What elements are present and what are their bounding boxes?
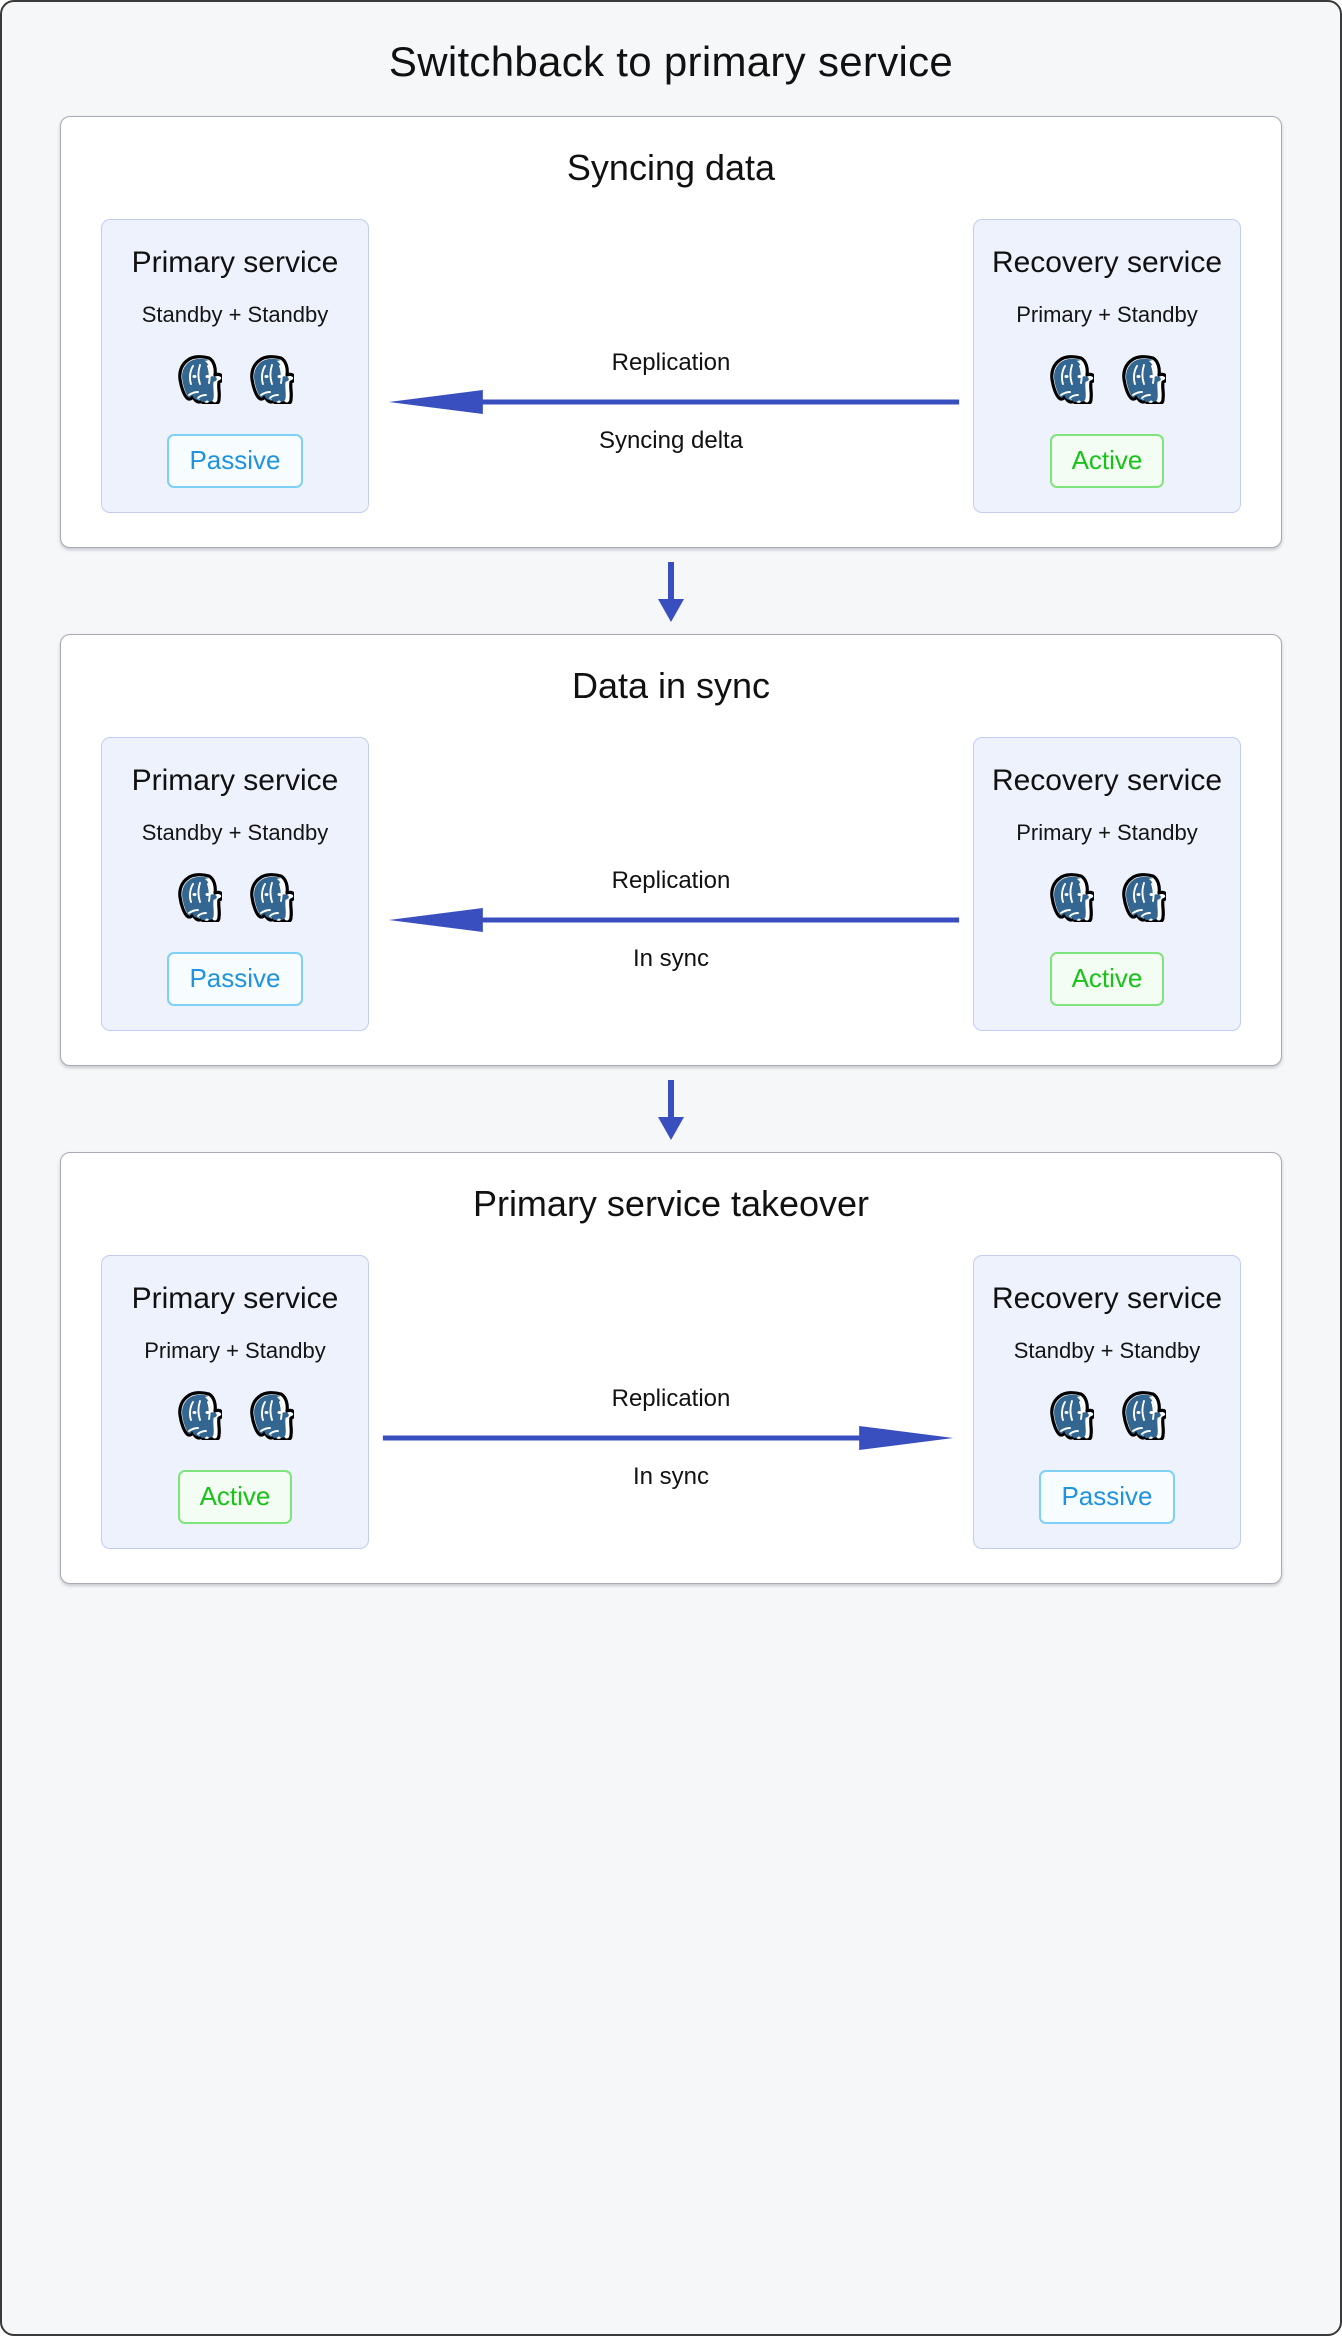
postgres-elephant-icon [178, 1391, 222, 1440]
node-row [1048, 1390, 1166, 1440]
service-roles: Standby + Standby [1013, 1338, 1201, 1363]
postgres-elephant-icon [1050, 355, 1094, 404]
replication-label-bottom: Syncing delta [598, 427, 744, 454]
postgres-elephant-icon [250, 1391, 294, 1440]
stage-title: Primary service takeover [472, 1183, 870, 1224]
arrow-left-icon [388, 908, 960, 932]
stage-title: Data in sync [571, 665, 771, 706]
status-badge: Active [1049, 434, 1165, 488]
postgres-elephant-icon [1050, 1391, 1094, 1440]
node-row [176, 1390, 294, 1440]
arrow-down-icon [658, 562, 684, 622]
service-card-primary: Primary service Standby + Standby [101, 737, 369, 1031]
postgres-elephant-icon [1122, 1391, 1166, 1440]
service-roles: Primary + Standby [1016, 820, 1198, 845]
node-row [176, 354, 294, 404]
replication-connector: Replication In sync [369, 809, 973, 1031]
replication-connector: Replication Syncing delta [369, 291, 973, 513]
service-card-recovery: Recovery service Standby + Standby [973, 1255, 1241, 1549]
replication-label-bottom: In sync [632, 1463, 710, 1490]
service-roles: Standby + Standby [141, 302, 329, 327]
postgres-elephant-icon [1050, 873, 1094, 922]
service-name: Recovery service [991, 1282, 1223, 1315]
service-name: Recovery service [991, 246, 1223, 279]
stage-panel-syncing-data: Syncing data Primary service Standby + S… [60, 116, 1282, 548]
replication-label-bottom: In sync [632, 945, 710, 972]
step-connector [60, 1066, 1282, 1152]
stage-title: Syncing data [566, 147, 776, 188]
postgres-elephant-icon [250, 355, 294, 404]
stage-body: Primary service Standby + Standby [101, 219, 1241, 513]
postgres-elephant-icon [1122, 873, 1166, 922]
replication-connector: Replication In sync [369, 1327, 973, 1549]
postgres-elephant-icon [178, 873, 222, 922]
replication-label-top: Replication [611, 1385, 731, 1412]
node-row [1048, 354, 1166, 404]
step-connector [60, 548, 1282, 634]
postgres-elephant-icon [178, 355, 222, 404]
service-roles: Primary + Standby [1016, 302, 1198, 327]
status-badge: Passive [167, 952, 303, 1006]
node-row [176, 872, 294, 922]
stage-panel-data-in-sync: Data in sync Primary service Standby + S… [60, 634, 1282, 1066]
status-badge: Active [177, 1470, 293, 1524]
replication-label-top: Replication [611, 349, 731, 376]
replication-label-top: Replication [611, 867, 731, 894]
arrow-down-icon [658, 1080, 684, 1140]
stage-panel-primary-service-takeover: Primary service takeover Primary service… [60, 1152, 1282, 1584]
status-badge: Passive [167, 434, 303, 488]
stage-list: Syncing data Primary service Standby + S… [2, 116, 1340, 1584]
arrow-left-icon [388, 390, 960, 414]
service-roles: Primary + Standby [144, 1338, 326, 1363]
arrow-right-icon [382, 1426, 954, 1450]
page-title: Switchback to primary service [388, 38, 954, 85]
status-badge: Active [1049, 952, 1165, 1006]
service-card-primary: Primary service Standby + Standby [101, 219, 369, 513]
service-card-recovery: Recovery service Primary + Standby [973, 219, 1241, 513]
service-roles: Standby + Standby [141, 820, 329, 845]
postgres-elephant-icon [1122, 355, 1166, 404]
stage-body: Primary service Standby + Standby [101, 737, 1241, 1031]
service-card-recovery: Recovery service Primary + Standby [973, 737, 1241, 1031]
node-row [1048, 872, 1166, 922]
status-badge: Passive [1039, 1470, 1175, 1524]
service-name: Primary service [131, 246, 339, 279]
postgres-elephant-icon [250, 873, 294, 922]
service-name: Primary service [131, 764, 339, 797]
service-name: Recovery service [991, 764, 1223, 797]
stage-body: Primary service Primary + Standby [101, 1255, 1241, 1549]
service-name: Primary service [131, 1282, 339, 1315]
service-card-primary: Primary service Primary + Standby [101, 1255, 369, 1549]
